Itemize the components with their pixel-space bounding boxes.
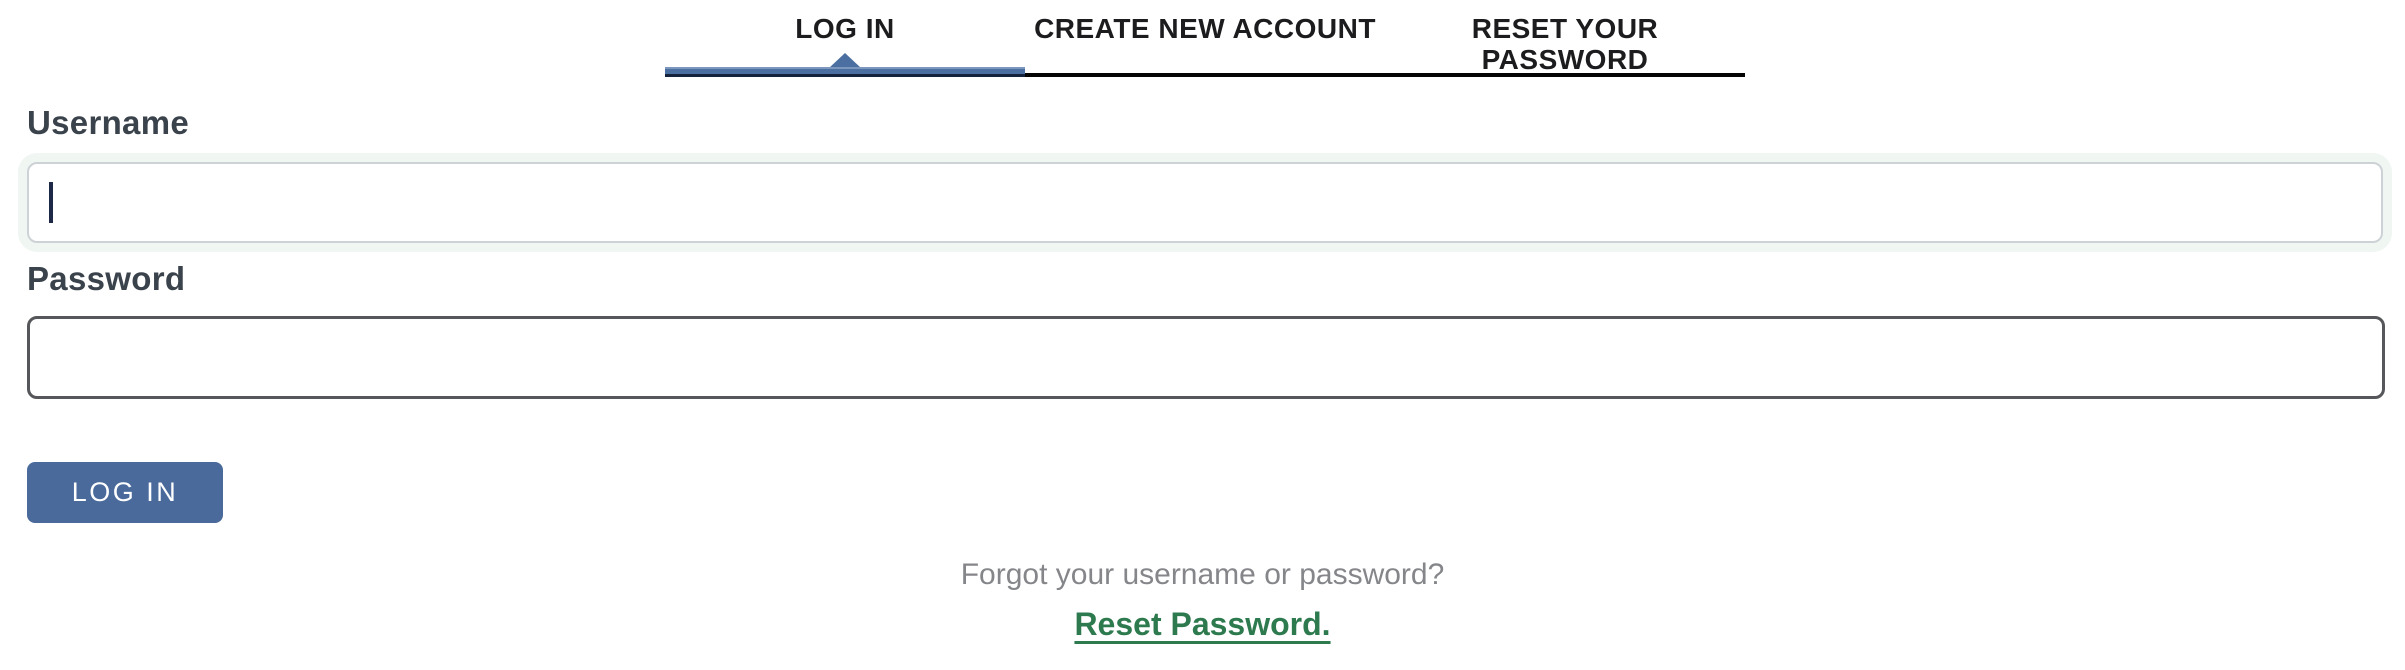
active-tab-triangle-icon [829, 53, 861, 68]
tab-log-in[interactable]: LOG IN [665, 0, 1025, 77]
password-label: Password [27, 260, 186, 297]
password-input[interactable] [27, 316, 2385, 399]
auth-tab-strip: LOG IN CREATE NEW ACCOUNT RESET YOUR PAS… [665, 0, 1745, 77]
log-in-button[interactable]: LOG IN [27, 462, 223, 523]
username-input[interactable] [27, 162, 2383, 243]
forgot-credentials-text: Forgot your username or password? [960, 558, 1445, 591]
tab-log-in-label: LOG IN [795, 13, 895, 44]
text-cursor-caret [49, 182, 53, 223]
tab-reset-your-password-label: RESET YOUR PASSWORD [1471, 13, 1659, 75]
tab-reset-your-password[interactable]: RESET YOUR PASSWORD [1385, 0, 1745, 77]
active-tab-indicator [665, 67, 1025, 77]
reset-password-link[interactable]: Reset Password. [1074, 606, 1331, 642]
reset-password-link-row: Reset Password. [0, 608, 2405, 640]
tab-create-new-account[interactable]: CREATE NEW ACCOUNT [1025, 0, 1385, 77]
username-label: Username [27, 104, 189, 141]
tab-create-new-account-label: CREATE NEW ACCOUNT [1034, 13, 1376, 44]
